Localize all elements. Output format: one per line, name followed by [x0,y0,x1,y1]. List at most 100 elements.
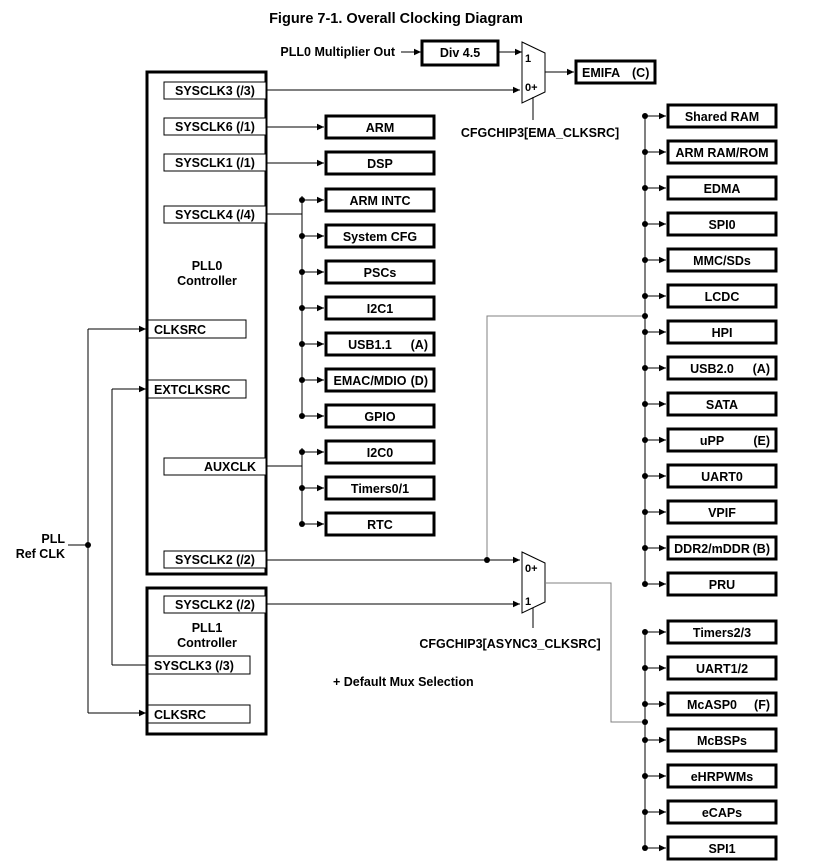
module-timers0-1 [324,475,436,501]
pll1-sysclk3-label: SYSCLK3 (/3) [154,659,234,673]
module-ddr2-mddr-label: DDR2/mDDR [674,542,750,556]
async3-module-group: Timers2/3UART1/2McASP0(F)McBSPseHRPWMseC… [642,619,778,861]
module-usb1-1-label: USB1.1 [348,338,392,352]
pll0-clksrc-label: CLKSRC [154,323,206,337]
pll0-sysclk3-label: SYSCLK3 (/3) [175,84,255,98]
module-dsp [324,150,436,176]
module-usb1-1-note: (A) [411,338,428,352]
module-upp-note: (E) [753,434,770,448]
pll0-sysclk1-label: SYSCLK1 (/1) [175,156,255,170]
pll0-sysclk4-label: SYSCLK4 (/4) [175,208,255,222]
module-hpi-label: HPI [712,326,733,340]
module-system-cfg [324,223,436,249]
module-ehrpwms-label: eHRPWMs [691,770,754,784]
pll0-clksrc-box [147,319,247,339]
module-vpif-label: VPIF [708,506,736,520]
pll0-sysclk6-label: SYSCLK6 (/1) [175,120,255,134]
module-ehrpwms [666,763,778,789]
module-pru-label: PRU [709,578,735,592]
pll1-sysclk2-label: SYSCLK2 (/2) [175,598,255,612]
module-edma [666,175,778,201]
pll1-clksrc-label: CLKSRC [154,708,206,722]
module-gpio [324,403,436,429]
module-mcbsps [666,727,778,753]
emifa-label: EMIFA [582,66,620,80]
module-spi1-label: SPI1 [708,842,735,856]
module-arm [324,114,436,140]
module-shared-ram [666,103,778,129]
pll0-name-line2: Controller [177,274,237,288]
module-spi1 [666,835,778,861]
module-emac-mdio [324,367,436,393]
module-ecaps-label: eCAPs [702,806,742,820]
pll0-name-line1: PLL0 [192,259,223,273]
module-sata-label: SATA [706,398,738,412]
async3-clksrc-mux [521,551,546,614]
module-uart1-2 [666,655,778,681]
module-arm-ram-rom [666,139,778,165]
pll1-clksrc-box [147,704,251,724]
module-ecaps [666,799,778,825]
module-ddr2-mddr [666,535,778,561]
ema-mux-select-label: CFGCHIP3[EMA_CLKSRC] [461,126,619,140]
module-uart1-2-label: UART1/2 [696,662,748,676]
module-pscs-label: PSCs [364,266,397,280]
module-dsp-label: DSP [367,157,393,171]
module-ddr2-mddr-note: (B) [753,542,770,556]
pll0-auxclk-label: AUXCLK [204,460,256,474]
pll1-name-line2: Controller [177,636,237,650]
module-mmc-sds [666,247,778,273]
async3-mux-in0: 0+ [525,563,538,575]
async3-mux-select-label: CFGCHIP3[ASYNC3_CLKSRC] [419,637,600,651]
module-i2c0 [324,439,436,465]
module-timers0-1-label: Timers0/1 [351,482,409,496]
module-usb2-0 [666,355,778,381]
module-spi0-label: SPI0 [708,218,735,232]
module-upp-label: uPP [700,434,724,448]
module-arm-ram-rom-label: ARM RAM/ROM [675,146,768,160]
module-timers2-3 [666,619,778,645]
module-uart0-label: UART0 [701,470,743,484]
pll-ref-clk-line2: Ref CLK [16,547,65,561]
module-emac-mdio-label: EMAC/MDIO [334,374,407,388]
module-mcasp0 [666,691,778,717]
module-mcasp0-note: (F) [754,698,770,712]
pll1-name-line1: PLL1 [192,621,223,635]
module-sata [666,391,778,417]
module-i2c0-label: I2C0 [367,446,393,460]
module-usb2-0-label: USB2.0 [690,362,734,376]
module-rtc-label: RTC [367,518,393,532]
emifa-block [574,59,657,85]
module-spi0 [666,211,778,237]
pll0-sysclk2-label: SYSCLK2 (/2) [175,553,255,567]
module-rtc [324,511,436,537]
module-arm-intc-label: ARM INTC [349,194,410,208]
module-pru [666,571,778,597]
module-shared-ram-label: Shared RAM [685,110,759,124]
figure-title: Figure 7-1. Overall Clocking Diagram [269,11,523,27]
module-uart0 [666,463,778,489]
module-arm-intc [324,187,436,213]
async3-mux-in1: 1 [525,596,531,608]
ema-mux-in0: 0+ [525,82,538,94]
pll-ref-clk-line1: PLL [41,532,65,546]
module-lcdc [666,283,778,309]
module-upp [666,427,778,453]
module-mcasp0-label: McASP0 [687,698,737,712]
module-i2c1 [324,295,436,321]
pll0-multiplier-out-label: PLL0 Multiplier Out [280,45,395,59]
emifa-note: (C) [632,66,649,80]
module-edma-label: EDMA [704,182,741,196]
module-usb1-1 [324,331,436,357]
module-mmc-sds-label: MMC/SDs [693,254,751,268]
div-4-5-label: Div 4.5 [440,46,480,60]
ema-clksrc-mux [521,41,546,104]
module-system-cfg-label: System CFG [343,230,417,244]
module-mcbsps-label: McBSPs [697,734,747,748]
module-hpi [666,319,778,345]
